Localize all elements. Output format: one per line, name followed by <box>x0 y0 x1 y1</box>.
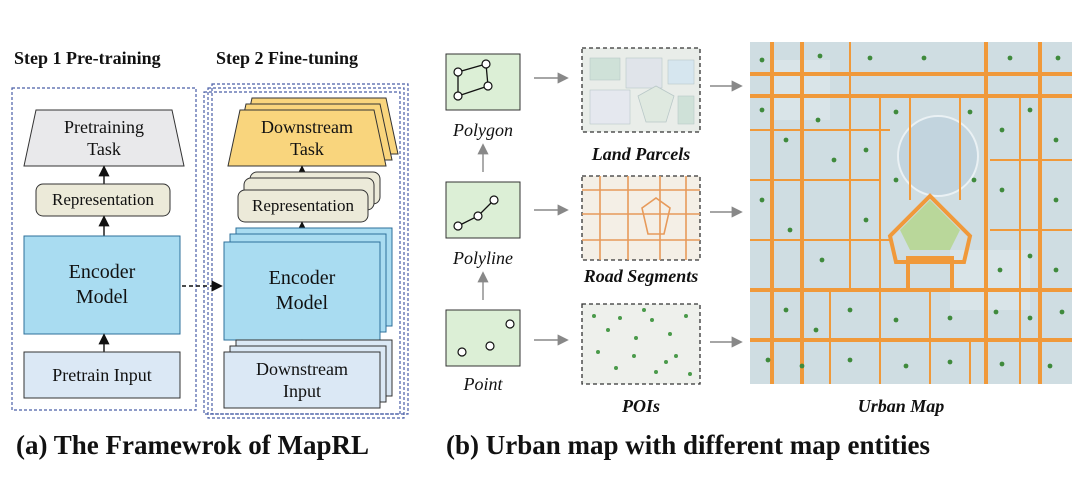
pois-tile <box>581 303 701 385</box>
pretraining-task-label: Pretraining Task <box>64 116 144 160</box>
road-segments-label: Road Segments <box>583 266 699 286</box>
urban-map-diagram <box>445 42 1072 385</box>
pretrain-input-shape <box>23 351 181 399</box>
polyline-label: Polyline <box>453 248 513 268</box>
polygon-label: Polygon <box>453 120 513 140</box>
pretraining-task-shape <box>23 109 185 167</box>
caption-b: (b) Urban map with different map entitie… <box>446 430 930 460</box>
representation-1-label: Representation <box>52 190 154 210</box>
downstream-task-label: Downstream Task <box>261 116 353 160</box>
downstream-task-shape <box>227 109 387 167</box>
representation-2-label: Representation <box>252 196 354 216</box>
encoder-2-shape <box>223 241 381 341</box>
encoder-1-label: Encoder Model <box>68 261 136 308</box>
step1-frame <box>11 87 197 411</box>
urban-map-label: Urban Map <box>857 396 945 416</box>
pretrain-input-label: Pretrain Input <box>52 364 152 385</box>
point-box <box>445 309 521 367</box>
encoder-1-shape <box>23 235 181 335</box>
step2-frame-front <box>203 91 401 415</box>
land-parcels-label: Land Parcels <box>591 144 691 164</box>
framework-diagram <box>11 83 409 419</box>
step1-title: Step 1 Pre-training <box>14 48 161 68</box>
point-label: Point <box>463 374 503 394</box>
urban-map-image <box>750 42 1072 384</box>
road-segments-tile <box>581 175 701 261</box>
land-parcels-tile <box>581 47 701 133</box>
pois-label: POIs <box>621 396 660 416</box>
downstream-input-label: Downstream Input <box>256 358 348 402</box>
downstream-input-shape <box>223 351 381 409</box>
caption-a: (a) The Framewrok of MapRL <box>16 430 369 460</box>
step2-frame-back <box>211 83 409 415</box>
encoder-2-label: Encoder Model <box>268 267 336 314</box>
step2-title: Step 2 Fine-tuning <box>216 48 359 68</box>
step2-frame-mid <box>207 87 405 419</box>
